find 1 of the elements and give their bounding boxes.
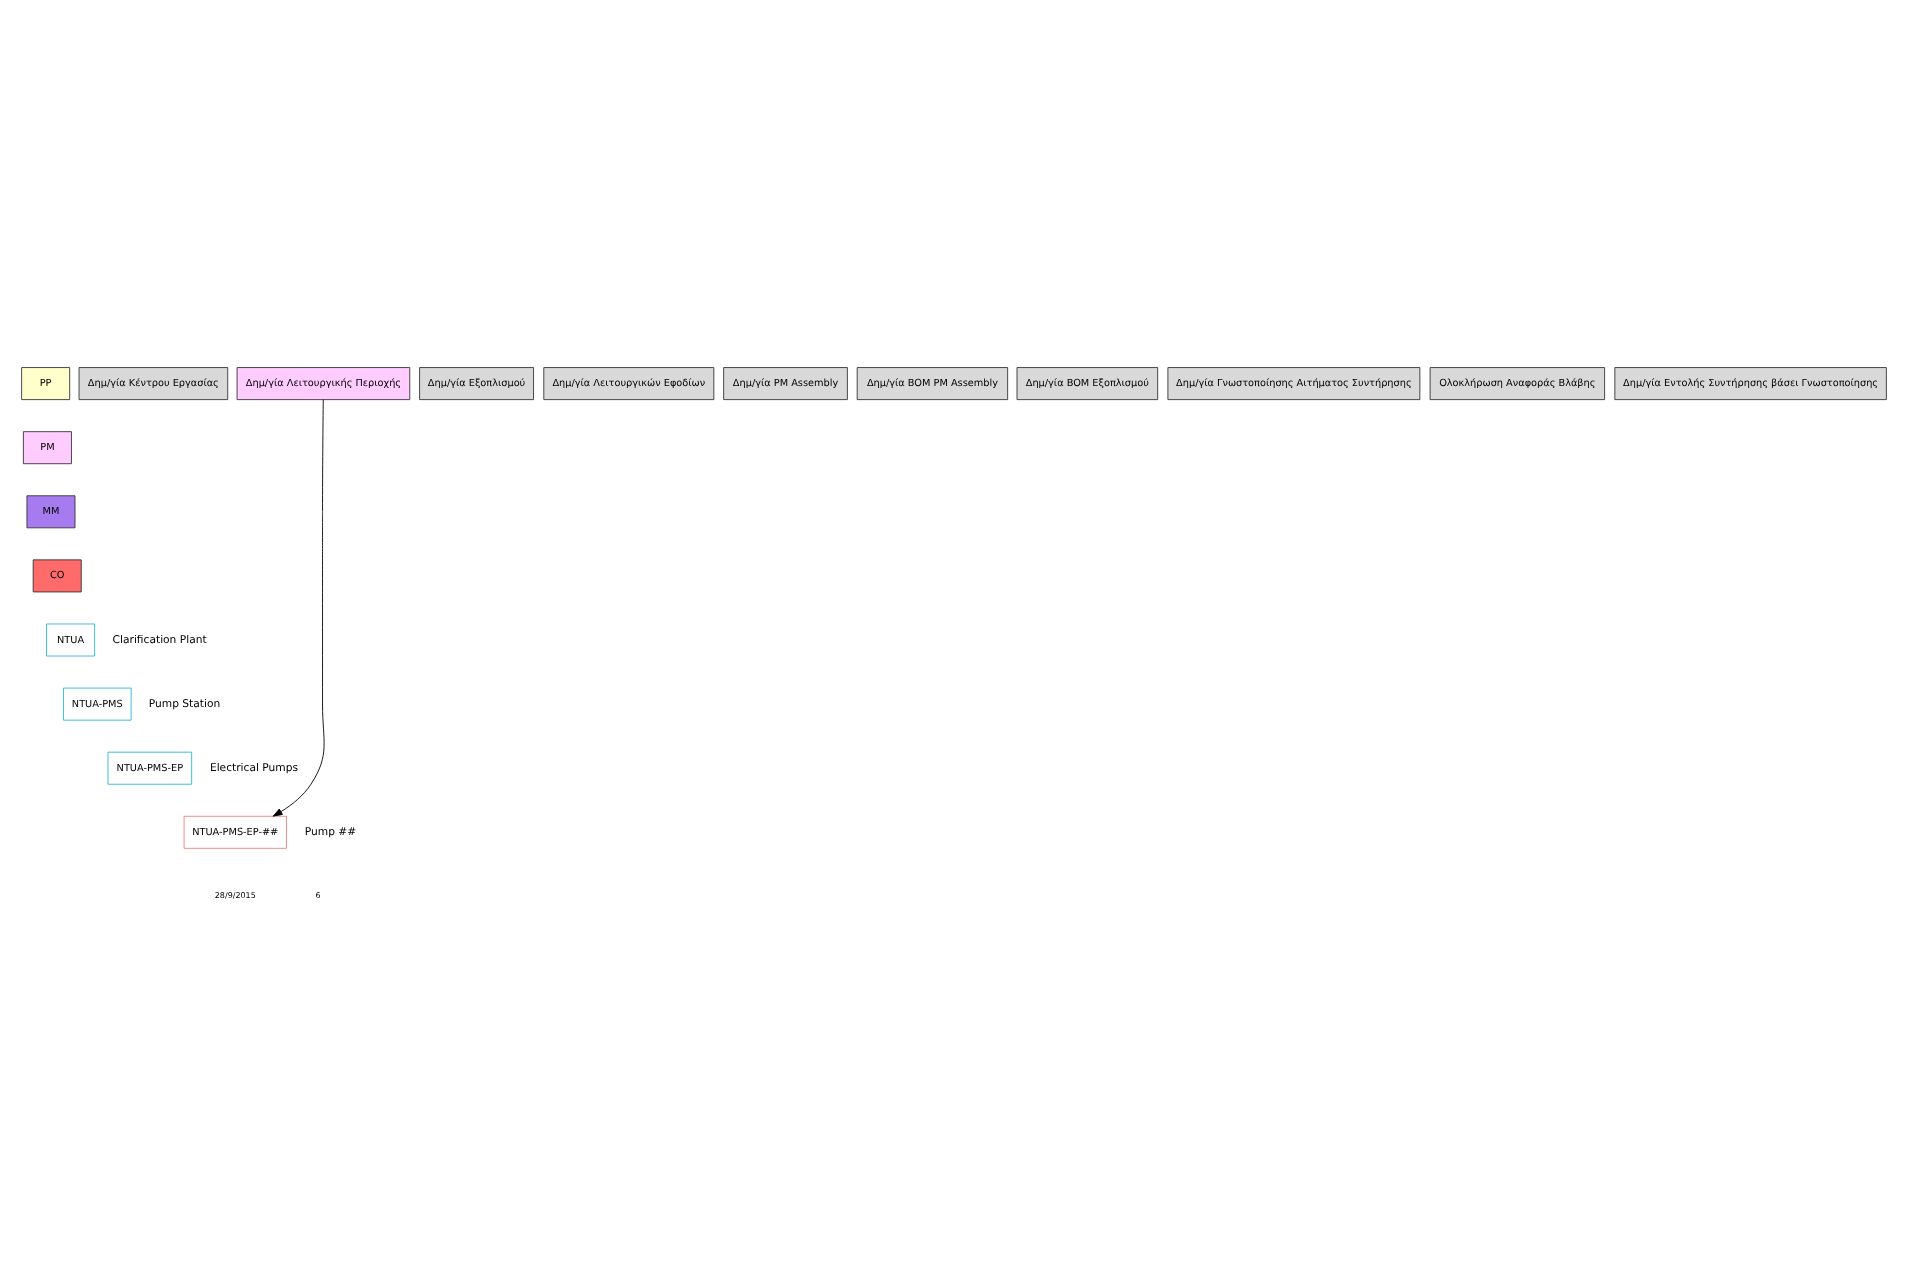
arrow (272, 398, 325, 816)
